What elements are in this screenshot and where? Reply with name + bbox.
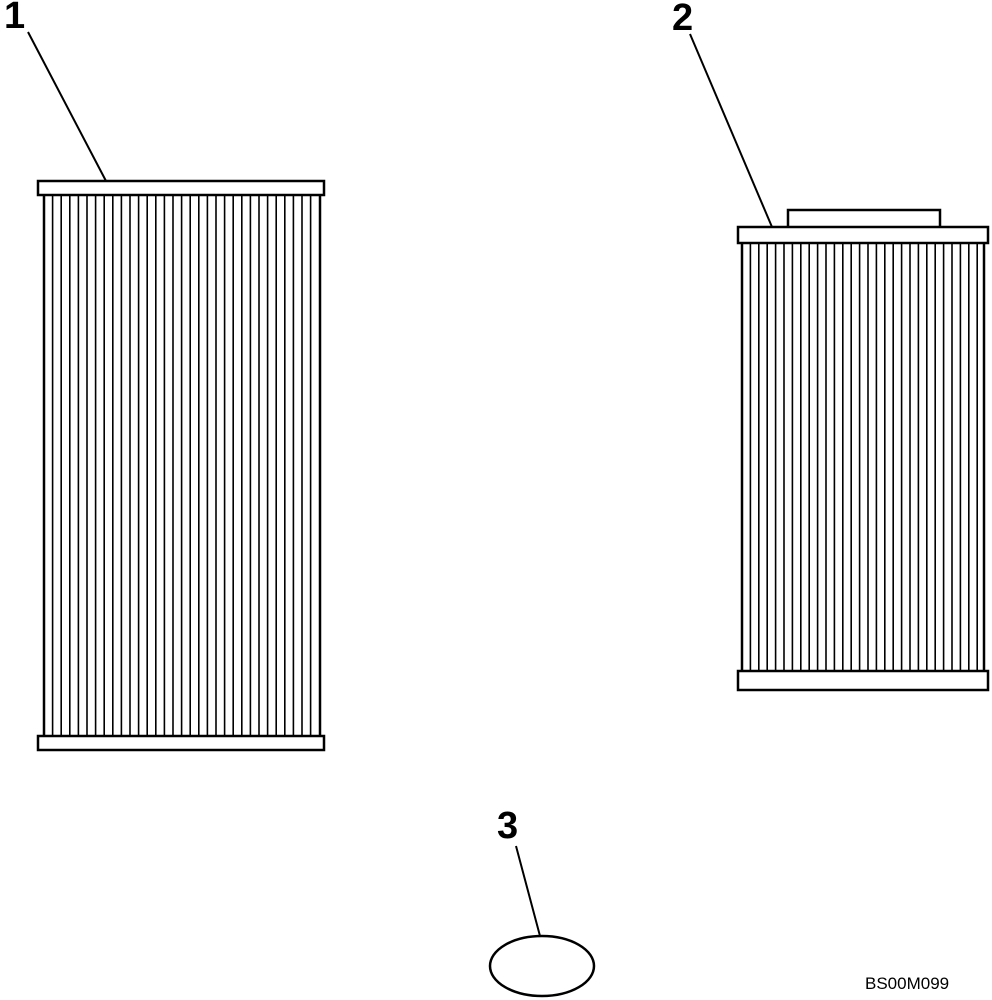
o-ring-3 xyxy=(488,934,596,998)
callout-1-leader xyxy=(27,31,107,182)
callout-3-label: 3 xyxy=(497,805,518,847)
callout-3-leader xyxy=(515,845,541,937)
filter-1-pleats xyxy=(51,195,312,736)
filter-1-top-cap xyxy=(36,179,326,197)
filter-2-body xyxy=(740,239,986,675)
filter-element-1 xyxy=(36,179,326,752)
filter-1-bottom-cap xyxy=(36,734,326,752)
callout-2-label: 2 xyxy=(672,0,693,39)
filter-2-bottom-cap xyxy=(736,669,990,692)
figure-id: BS00M099 xyxy=(865,974,949,993)
filter-2-top-boss xyxy=(786,208,942,230)
filter-2-pleats xyxy=(749,243,979,671)
filter-2-top-cap xyxy=(736,225,990,245)
callout-2-leader xyxy=(689,33,773,228)
filter-element-2 xyxy=(736,208,990,692)
callout-1-label: 1 xyxy=(4,0,25,37)
